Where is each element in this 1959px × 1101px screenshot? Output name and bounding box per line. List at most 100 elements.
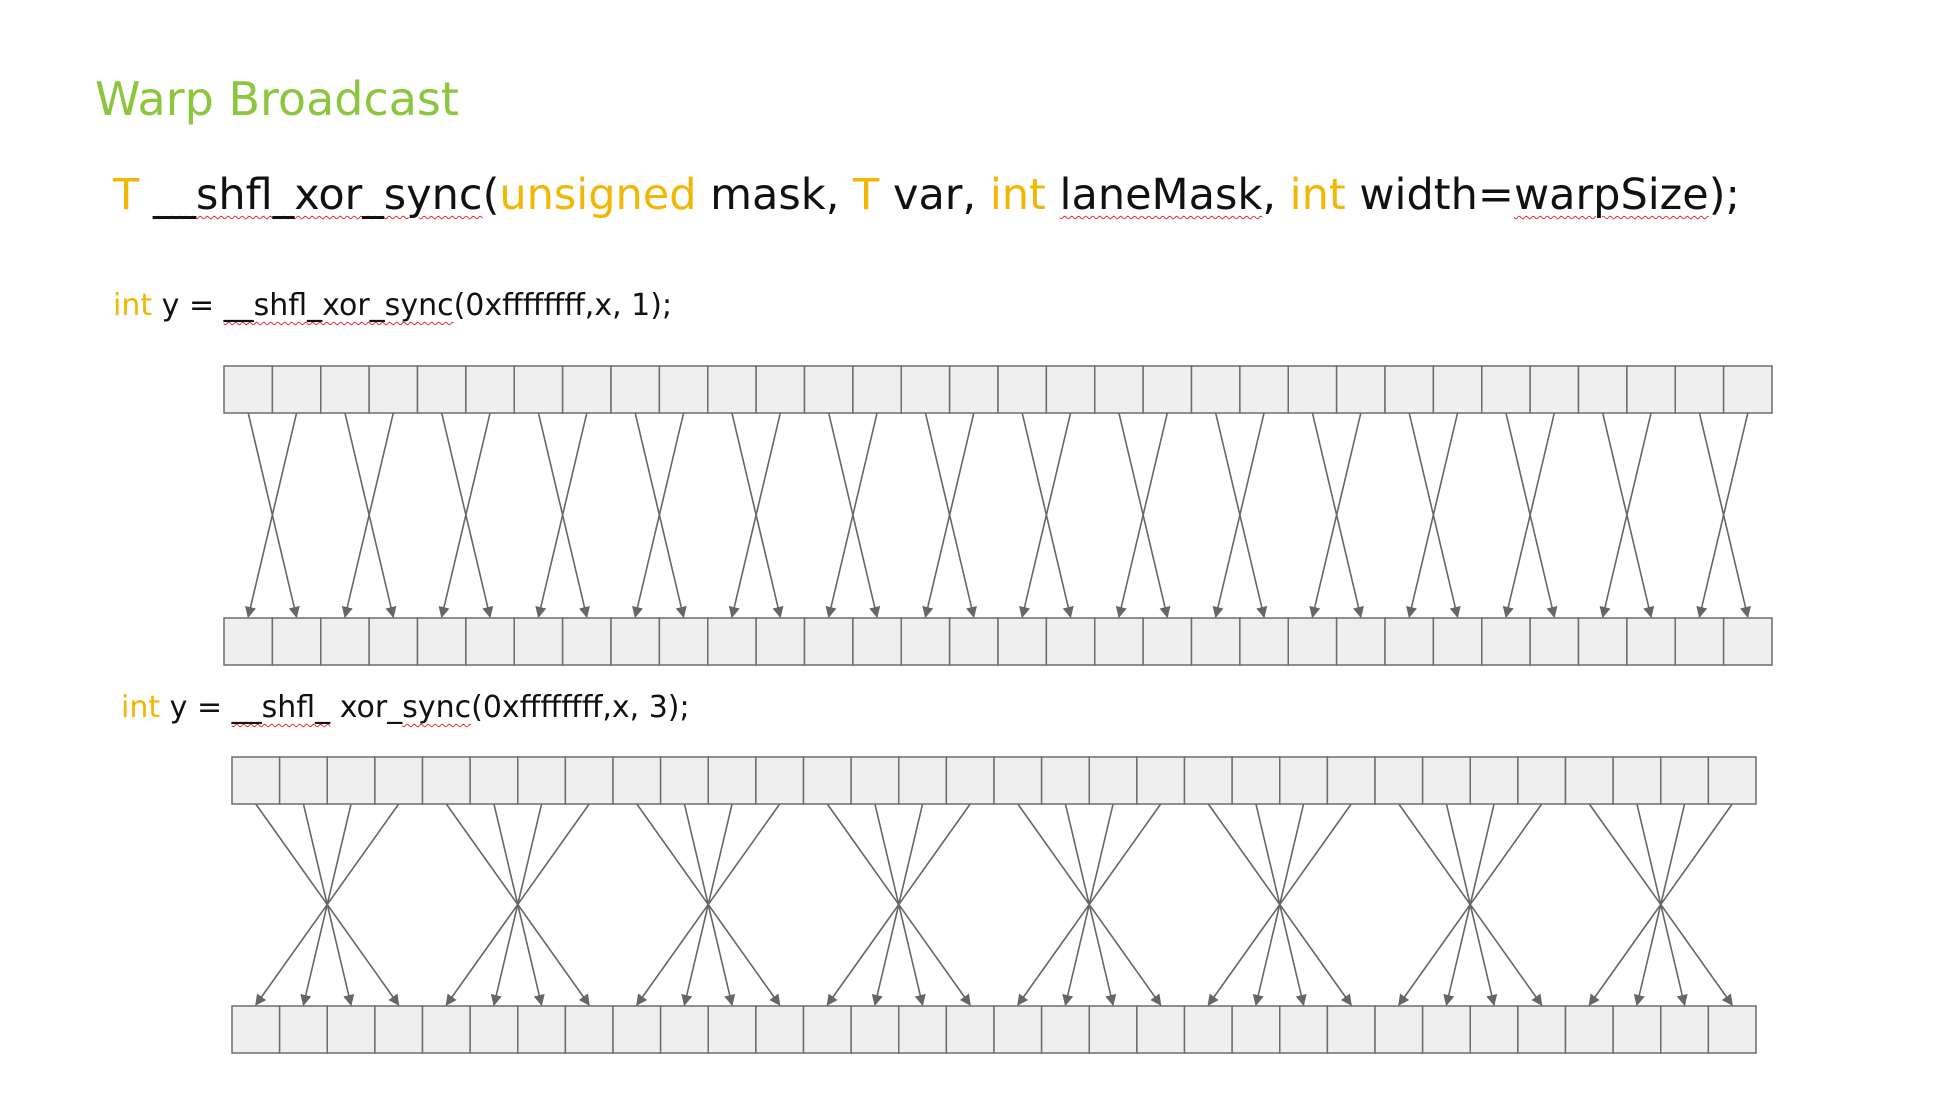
dest-lane-cell (465, 617, 516, 666)
source-lane-cell (1239, 365, 1290, 414)
dest-lane-cell (1421, 1005, 1472, 1054)
dest-lane-cell (1094, 617, 1144, 666)
source-lane-cell (1564, 756, 1614, 805)
type-keyword: T (113, 170, 140, 220)
arguments: (0xffffffff,x, 3); (471, 690, 690, 725)
source-lane-cell (1045, 365, 1096, 414)
assign: y = (160, 690, 232, 725)
dest-lane-cell (1432, 617, 1483, 666)
dest-lane-cell (513, 617, 564, 666)
source-lane-cell (658, 365, 709, 414)
source-lane-cell (707, 756, 757, 805)
source-lane-cell (1517, 756, 1567, 805)
example-1-code: int y = __shfl_xor_sync(0xffffffff,x, 1)… (113, 288, 672, 323)
dest-lane-cell (374, 1005, 424, 1054)
mask-param: mask, (696, 170, 854, 220)
source-lane-cell (1626, 365, 1677, 414)
dest-lane-cell (948, 617, 999, 666)
dest-lane-cell (1722, 617, 1773, 666)
dest-lane-cell (1142, 617, 1193, 666)
source-lane-cell (1088, 756, 1138, 805)
dest-lane-cell (803, 617, 854, 666)
shuffle-arrow (1021, 412, 1074, 619)
source-lane-cell (900, 365, 951, 414)
source-lane-cell (1231, 756, 1281, 805)
shuffle-arrow (1207, 803, 1352, 1006)
close-paren: ); (1708, 170, 1740, 220)
function-name: __shfl_xor_sync (152, 170, 483, 220)
shuffle-arrow (1398, 803, 1543, 1006)
source-lane-cell (945, 756, 995, 805)
dest-lane-cell (1517, 1005, 1567, 1054)
shuffle-diagram-2 (231, 756, 1757, 1054)
source-lane-cell (469, 756, 519, 805)
source-lane-cell (1469, 756, 1519, 805)
shuffle-arrow (1601, 412, 1655, 619)
dest-lane-cell (850, 1005, 900, 1054)
shuffle-arrow (636, 803, 781, 1006)
shuffle-arrow (537, 412, 590, 619)
function-signature: T __shfl_xor_sync(unsigned mask, T var, … (113, 170, 1740, 220)
dest-lane-cell (1481, 617, 1531, 666)
source-lane-cell (326, 756, 376, 805)
shuffle-arrow (247, 412, 300, 619)
dest-lane-cell (755, 1005, 805, 1054)
shuffle-arrow (634, 412, 687, 619)
dest-lane-cell (898, 1005, 948, 1054)
source-lane-cell (1040, 756, 1091, 805)
open-paren: ( (482, 170, 500, 220)
source-lane-cell (852, 365, 903, 414)
assign: y = (152, 288, 224, 323)
int-keyword: int (121, 690, 161, 725)
shuffle-arrow (731, 412, 784, 619)
shuffle-arrow (1214, 412, 1268, 619)
source-lane-cell (1612, 756, 1662, 805)
source-lane-cell (465, 365, 516, 414)
dest-lane-cell (1577, 617, 1628, 666)
source-lane-cell (1707, 756, 1757, 805)
dest-lane-cell (421, 1005, 471, 1054)
shuffle-arrow (255, 803, 400, 1006)
source-lane-cell (993, 756, 1043, 805)
example-2-code: int y = __shfl_ xor_sync(0xffffffff,x, 3… (121, 690, 690, 725)
dest-lane-cell (278, 1005, 329, 1054)
dest-lane-cell (900, 617, 951, 666)
source-lane-cell (1279, 756, 1329, 805)
dest-lane-cell (852, 617, 903, 666)
dest-lane-cell (1612, 1005, 1662, 1054)
source-lane-cell (271, 365, 322, 414)
var-param: var, (879, 170, 990, 220)
dest-lane-cell (1564, 1005, 1614, 1054)
dest-lane-cell (1707, 1005, 1757, 1054)
int-keyword: int (113, 288, 153, 323)
dest-lane-cell (659, 1005, 710, 1054)
type-keyword-var: T (853, 170, 880, 220)
source-lane-cell (278, 756, 329, 805)
dest-lane-cell (564, 1005, 614, 1054)
dest-lane-cell (1529, 617, 1580, 666)
source-lane-cell (1094, 365, 1144, 414)
source-lane-cell (561, 365, 612, 414)
source-lane-cell (1374, 756, 1424, 805)
shuffle-arrow (1408, 412, 1461, 619)
dest-lane-cell (1040, 1005, 1091, 1054)
shuffle-arrow (440, 412, 494, 619)
source-lane-cell (1421, 756, 1472, 805)
source-lane-cell (1335, 365, 1386, 414)
dest-lane-cell (1469, 1005, 1519, 1054)
source-lane-cell (802, 756, 852, 805)
dest-lane-cell (1384, 617, 1435, 666)
dest-lane-cell (755, 617, 806, 666)
function-name-part3: sync (402, 690, 472, 725)
source-lane-cell (755, 756, 805, 805)
function-name-part2: xor_ (330, 690, 403, 725)
source-lane-cell (421, 756, 471, 805)
dest-lane-cell (326, 1005, 376, 1054)
source-lane-cell (1142, 365, 1193, 414)
source-lane-cell (997, 365, 1048, 414)
dest-lane-cell (1660, 1005, 1710, 1054)
dest-lane-cell (1239, 617, 1290, 666)
source-lane-cell (564, 756, 614, 805)
source-lane-cell (610, 365, 661, 414)
shuffle-arrow (827, 412, 881, 619)
